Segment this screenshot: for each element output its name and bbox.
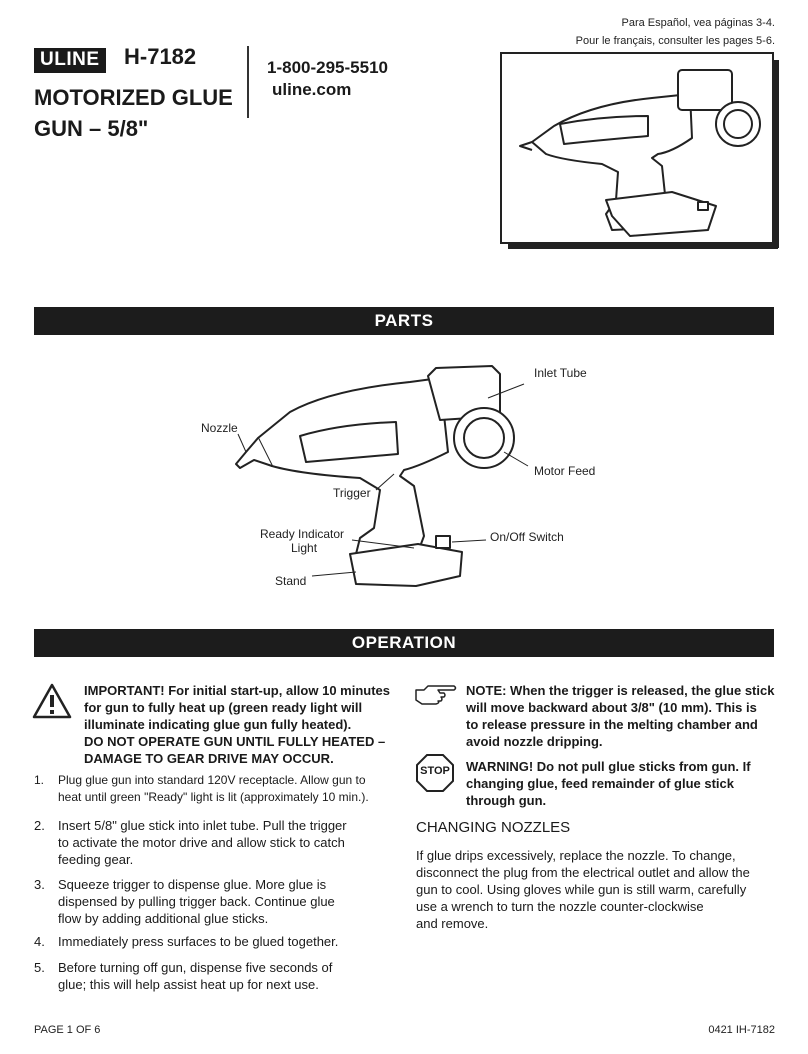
warning-glue-sticks: WARNING! Do not pull glue sticks from gu…	[466, 759, 751, 808]
product-image-frame	[500, 52, 779, 249]
label-ready-indicator: Ready Indicator Light	[260, 527, 345, 555]
header-divider	[247, 46, 249, 118]
document-code: 0421 IH-7182	[708, 1024, 775, 1036]
title-line-1: MOTORIZED GLUE	[34, 85, 233, 110]
stop-sign-label: STOP	[420, 765, 450, 777]
changing-nozzles-heading: CHANGING NOZZLES	[416, 819, 571, 836]
label-trigger: Trigger	[333, 486, 371, 500]
step-1: 1. Plug glue gun into standard 120V rece…	[34, 773, 369, 804]
step-2: 2. Insert 5/8" glue stick into inlet tub…	[34, 818, 347, 867]
label-on-off-switch: On/Off Switch	[490, 530, 564, 544]
product-title: MOTORIZED GLUE GUN – 5/8"	[34, 82, 249, 144]
operation-section-header: OPERATION	[34, 629, 774, 657]
website: uline.com	[272, 80, 352, 99]
title-line-2: GUN – 5/8"	[34, 116, 149, 141]
spanish-reference: Para Español, vea páginas 3-4.	[621, 17, 776, 29]
warning-triangle-icon	[32, 683, 72, 719]
label-motor-feed: Motor Feed	[534, 464, 596, 478]
label-nozzle: Nozzle	[201, 421, 238, 435]
note-trigger-release: NOTE: When the trigger is released, the …	[466, 683, 775, 749]
pointing-hand-icon	[415, 685, 457, 705]
changing-nozzles-text: If glue drips excessively, replace the n…	[416, 848, 750, 931]
parts-section-header: PARTS	[34, 307, 774, 335]
model-number: H-7182	[124, 44, 197, 69]
glue-gun-parts-diagram	[235, 365, 529, 587]
french-reference: Pour le français, consulter les pages 5-…	[575, 35, 775, 47]
step-5: 5. Before turning off gun, dispense five…	[34, 960, 333, 992]
uline-logo: ULINE	[34, 48, 106, 73]
phone-number: 1-800-295-5510	[267, 58, 388, 77]
important-notice: IMPORTANT! For initial start-up, allow 1…	[84, 683, 391, 766]
stop-sign-icon: STOP	[416, 754, 454, 792]
page-number: PAGE 1 OF 6	[34, 1024, 101, 1036]
label-stand: Stand	[275, 574, 307, 588]
label-inlet-tube: Inlet Tube	[534, 366, 587, 380]
step-3: 3. Squeeze trigger to dispense glue. Mor…	[34, 877, 335, 926]
step-4: 4. Immediately press surfaces to be glue…	[34, 934, 339, 949]
glue-gun-thumbnail-image	[519, 69, 761, 237]
